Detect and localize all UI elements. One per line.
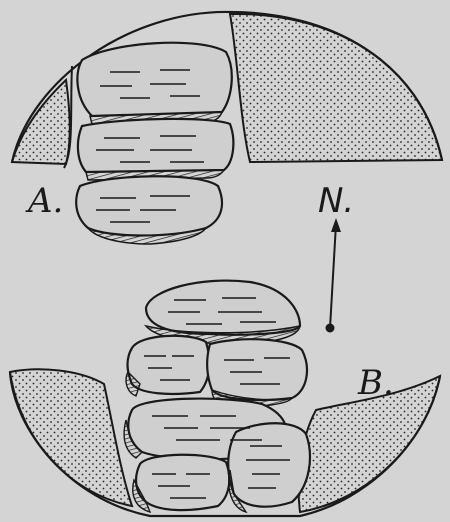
north-arrow bbox=[326, 218, 342, 333]
panel-b-sand-left bbox=[10, 369, 132, 506]
label-north: N. bbox=[318, 184, 354, 218]
label-panel-a: A. bbox=[28, 184, 63, 218]
panel-a-stones bbox=[76, 43, 233, 244]
panel-b-stones bbox=[124, 281, 310, 512]
label-panel-b: B. bbox=[358, 366, 394, 400]
panel-a bbox=[12, 12, 442, 244]
panel-a-sand-left bbox=[12, 80, 70, 164]
